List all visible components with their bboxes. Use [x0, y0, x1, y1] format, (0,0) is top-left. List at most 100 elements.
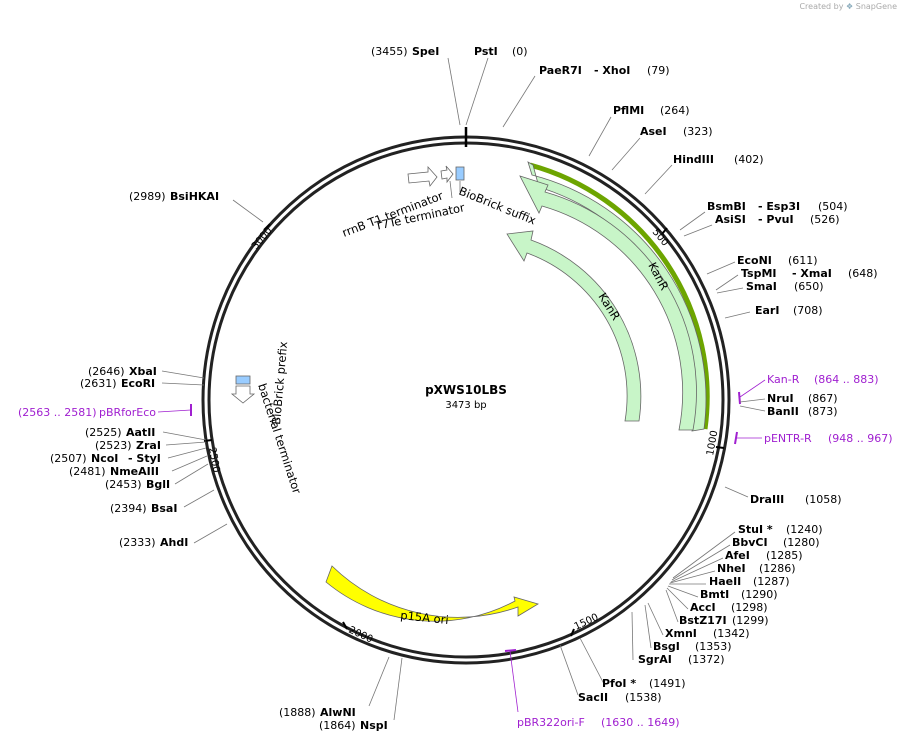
site-banii[interactable]: BanII (873)	[767, 405, 838, 418]
site-ncoi-styi[interactable]: (2507) NcoI - StyI	[50, 452, 161, 465]
tick-1000: 1000	[705, 430, 725, 457]
site-econi[interactable]: EcoNI (611)	[737, 254, 818, 267]
tick-label: 1000	[705, 430, 720, 457]
feature-t7te-terminator[interactable]	[440, 165, 454, 184]
site-name-label: - StyI	[128, 452, 161, 465]
site-stui[interactable]: StuI * (1240)	[738, 523, 823, 536]
site-ahdi[interactable]: (2333) AhdI	[119, 536, 188, 549]
site-name-label: EcoNI	[737, 254, 772, 267]
primer-pentr-r[interactable]: pENTR-R (948 .. 967)	[764, 432, 893, 445]
site-bsihkai[interactable]: (2989) BsiHKAI	[129, 190, 219, 203]
site-bsgi[interactable]: BsgI (1353)	[653, 640, 732, 653]
site-name-label: AccI	[690, 601, 716, 614]
site-bgli[interactable]: (2453) BglI	[105, 478, 170, 491]
feature-kanr-inner[interactable]	[506, 230, 642, 422]
site-name-label: SacII	[578, 691, 608, 704]
site-name-label: BsgI	[653, 640, 680, 653]
site-xbai[interactable]: (2646) XbaI	[88, 365, 157, 378]
site-nspi[interactable]: (1864) NspI	[319, 719, 388, 732]
site-bsmbi-esp3i[interactable]: BsmBI - Esp3I (504)	[707, 200, 848, 213]
site-sgrai[interactable]: SgrAI (1372)	[638, 653, 725, 666]
site-zrai[interactable]: (2523) ZraI	[95, 439, 161, 452]
site-position-label: (2646)	[88, 365, 125, 378]
site-position-label: (1298)	[731, 601, 768, 614]
site-pfoi[interactable]: PfoI * (1491)	[602, 677, 686, 690]
primer-label: pENTR-R	[764, 432, 812, 445]
site-position-label: (1286)	[759, 562, 796, 575]
tick-label: 3000	[250, 225, 275, 252]
site-name-label: SgrAI	[638, 653, 672, 666]
site-position-label: (1299)	[732, 614, 769, 627]
site-xmni[interactable]: XmnI (1342)	[665, 627, 750, 640]
site-name-label: BsiHKAI	[170, 190, 219, 203]
site-acci[interactable]: AccI (1298)	[690, 601, 768, 614]
site-name-label: NruI	[767, 392, 794, 405]
site-position-label: (648)	[848, 267, 878, 280]
primer-label: pBRforEco	[99, 406, 156, 419]
site-smai[interactable]: SmaI (650)	[746, 280, 824, 293]
site-bmti[interactable]: BmtI (1290)	[700, 588, 778, 601]
feature-bacterial-terminator[interactable]	[230, 385, 256, 404]
site-position-label: (1342)	[713, 627, 750, 640]
site-haeii[interactable]: HaeII (1287)	[709, 575, 790, 588]
site-position-label: (1864)	[319, 719, 356, 732]
site-eari[interactable]: EarI (708)	[755, 304, 823, 317]
site-aatii[interactable]: (2525) AatII	[85, 426, 155, 439]
site-name-label: NheI	[717, 562, 746, 575]
site-position-label: (708)	[793, 304, 823, 317]
site-position-label: (1058)	[805, 493, 842, 506]
site-asei[interactable]: AseI (323)	[640, 125, 713, 138]
site-position-label: (1353)	[695, 640, 732, 653]
site-bbvci[interactable]: BbvCI (1280)	[732, 536, 820, 549]
site-name-label: AfeI	[725, 549, 750, 562]
site-tspmi-xmai[interactable]: TspMI - XmaI (648)	[741, 267, 878, 280]
site-name-label: BbvCI	[732, 536, 768, 549]
site-hindiii[interactable]: HindIII (402)	[673, 153, 764, 166]
site-position-label: (1538)	[625, 691, 662, 704]
primer-pbrforeco[interactable]: (2563 .. 2581) pBRforEco	[18, 406, 156, 419]
feature-p15a-ori[interactable]	[325, 565, 539, 622]
site-psti[interactable]: PstI (0)	[474, 45, 528, 58]
site-nmeaiii[interactable]: (2481) NmeAIII	[69, 465, 159, 478]
site-sacii[interactable]: SacII (1538)	[578, 691, 662, 704]
site-nhei[interactable]: NheI (1286)	[717, 562, 796, 575]
site-nrui[interactable]: NruI (867)	[767, 392, 838, 405]
site-labels: (3455) SpeI PstI (0) PaeR7I - XhoI (79) …	[50, 45, 878, 732]
primer-pbr322ori-f[interactable]: pBR322ori-F (1630 .. 1649)	[517, 716, 680, 729]
primer-label: (1630 .. 1649)	[601, 716, 680, 729]
site-asisi-pvui[interactable]: AsiSI - PvuI (526)	[715, 213, 840, 226]
feature-biobrick-suffix[interactable]	[455, 166, 465, 181]
site-position-label: (1285)	[766, 549, 803, 562]
site-pflmi[interactable]: PflMI (264)	[613, 104, 690, 117]
site-name-label: PfoI *	[602, 677, 636, 690]
site-position-label: (2989)	[129, 190, 166, 203]
site-spei[interactable]: (3455) SpeI	[371, 45, 439, 58]
site-name-label: EarI	[755, 304, 779, 317]
feature-rrnb-t1-terminator[interactable]	[407, 165, 438, 187]
site-draiii[interactable]: DraIII (1058)	[750, 493, 842, 506]
site-position-label: (1290)	[741, 588, 778, 601]
site-name-label: NcoI	[91, 452, 118, 465]
primer-kan-r[interactable]: Kan-R (864 .. 883)	[767, 373, 879, 386]
site-name-label: AatII	[126, 426, 155, 439]
site-ecori[interactable]: (2631) EcoRI	[80, 377, 155, 390]
site-name-label: StuI *	[738, 523, 773, 536]
site-name-label: BglI	[146, 478, 170, 491]
site-paer7i-xhoi[interactable]: PaeR7I - XhoI (79)	[539, 64, 670, 77]
site-bstz17i[interactable]: BstZ17I (1299)	[679, 614, 769, 627]
site-position-label: (323)	[683, 125, 713, 138]
site-bsai[interactable]: (2394) BsaI	[110, 502, 177, 515]
site-name-label: BsmBI	[707, 200, 746, 213]
site-position-label: (2525)	[85, 426, 122, 439]
site-position-label: (504)	[818, 200, 848, 213]
feature-biobrick-prefix[interactable]	[235, 375, 251, 385]
feature-kanr-middle[interactable]	[519, 175, 697, 431]
site-position-label: (1372)	[688, 653, 725, 666]
site-afei[interactable]: AfeI (1285)	[725, 549, 803, 562]
site-alwni[interactable]: (1888) AlwNI	[279, 706, 356, 719]
site-position-label: (1240)	[786, 523, 823, 536]
site-position-label: (2507)	[50, 452, 87, 465]
primer-label: (2563 .. 2581)	[18, 406, 97, 419]
site-position-label: (1280)	[783, 536, 820, 549]
